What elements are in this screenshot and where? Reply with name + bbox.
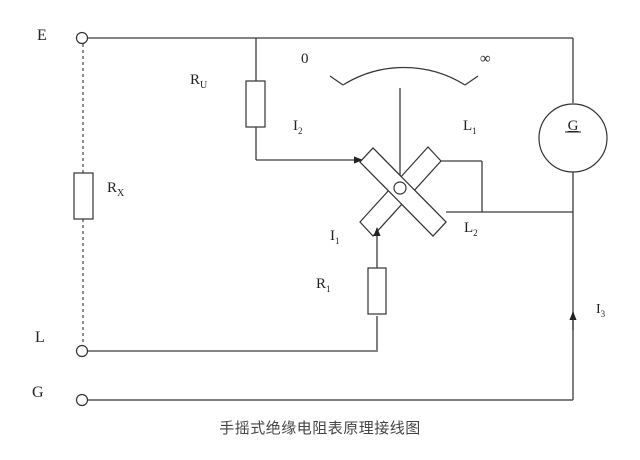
meter-pivot — [393, 181, 407, 195]
scale-infinity-label: ∞ — [480, 51, 491, 67]
terminal-e[interactable] — [75, 31, 89, 45]
scale-tick-right — [464, 75, 479, 86]
generator-label: G — [568, 118, 579, 134]
figure-caption: 手摇式绝缘电阻表原理接线图 — [219, 419, 421, 437]
current-i3-label: I3 — [596, 302, 606, 319]
meter-scale-arc — [342, 66, 466, 86]
terminal-g[interactable] — [75, 393, 89, 407]
resistor-rx-label: RX — [107, 180, 125, 199]
terminal-g-label: G — [32, 384, 44, 401]
terminal-e-label: E — [37, 27, 47, 44]
current-i1-label: I1 — [330, 228, 340, 246]
terminal-l[interactable] — [75, 344, 89, 358]
resistor-rx — [73, 172, 94, 220]
coil-l2-label: L2 — [464, 220, 478, 238]
resistor-ru-label: RU — [190, 72, 208, 91]
generator-symbol — [538, 103, 608, 173]
coil-l1-label: L1 — [463, 118, 477, 136]
terminal-l-label: L — [35, 329, 45, 346]
resistor-r1-label: R1 — [316, 276, 331, 294]
resistor-ru — [245, 80, 266, 128]
scale-zero-label: 0 — [301, 51, 309, 67]
resistor-r1 — [367, 267, 387, 315]
crossed-coils — [359, 146, 447, 237]
current-i2-label: I2 — [293, 118, 303, 136]
scale-tick-left — [329, 75, 344, 86]
